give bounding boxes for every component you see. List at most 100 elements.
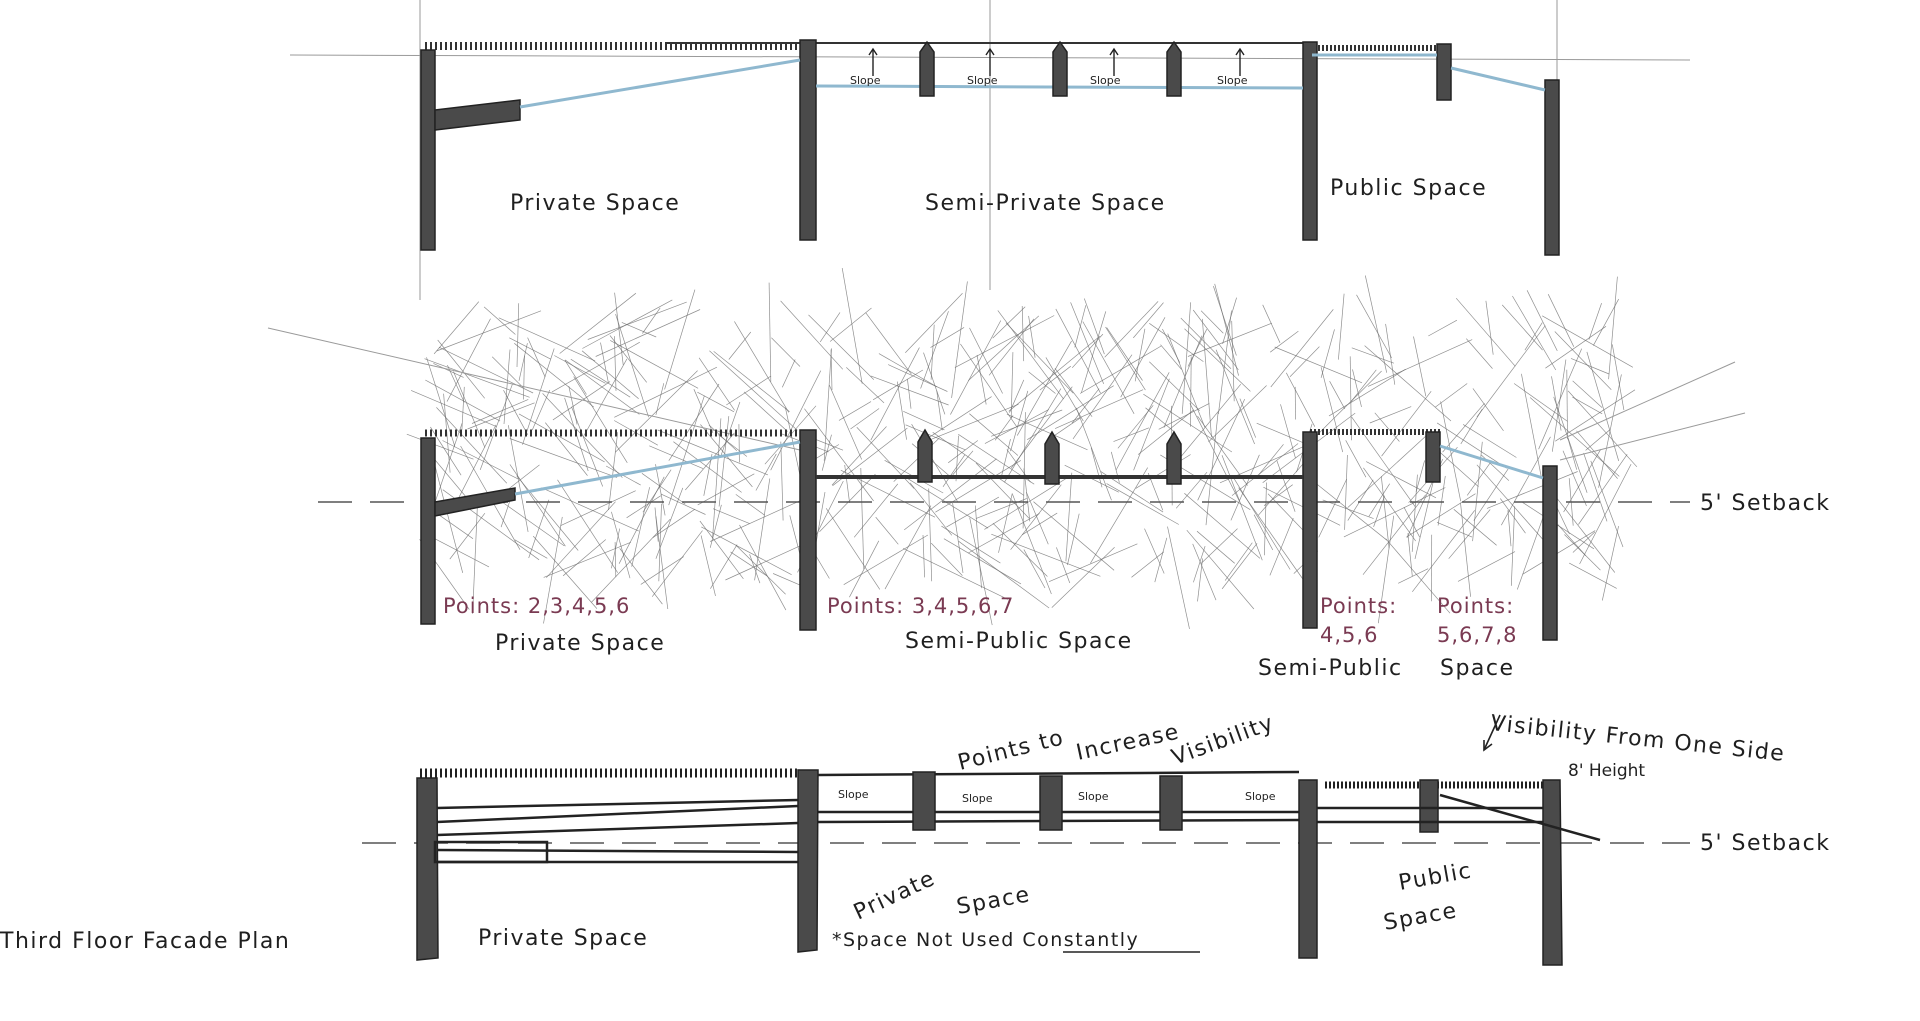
scribble-stroke — [655, 464, 666, 516]
scribble-stroke — [1067, 513, 1080, 566]
scribble-stroke — [888, 364, 948, 392]
scribble-stroke — [587, 301, 687, 340]
scribble-stroke — [780, 300, 844, 370]
wall — [416, 777, 439, 961]
scribble-stroke — [1189, 403, 1240, 501]
scribble-stroke — [1012, 494, 1052, 595]
scribble-stroke — [1462, 424, 1517, 458]
scribble-stroke — [710, 496, 808, 542]
scribble-stroke — [743, 391, 788, 432]
scribble-stroke — [1208, 385, 1267, 443]
scribble-stroke — [712, 508, 750, 524]
slope-label: Slope — [1245, 790, 1276, 803]
scribble-stroke — [1435, 383, 1468, 408]
scribble-stroke — [922, 403, 1019, 444]
scribble-stroke — [1090, 447, 1103, 488]
points-label: Points: 3,4,5,6,7 — [827, 594, 1014, 618]
scribble-stroke — [1131, 551, 1165, 578]
scribble-stroke — [823, 348, 832, 461]
scribble-stroke — [557, 479, 618, 573]
scribble-stroke — [516, 475, 579, 551]
scribble-stroke — [564, 359, 640, 415]
scribble-stroke — [1264, 482, 1267, 556]
scribble-stroke — [1181, 302, 1192, 414]
wall — [1542, 779, 1563, 966]
scribble-stroke — [1347, 479, 1374, 521]
middle-section: 5' Setback Points: 2,3,4,5,6 Points: 3,4… — [267, 268, 1829, 681]
scribble-stroke — [1056, 547, 1071, 584]
scribble-stroke — [994, 415, 1014, 441]
slope-label: Slope — [838, 788, 869, 801]
scribble-stroke — [1366, 461, 1437, 499]
scribble-stroke — [1314, 370, 1382, 438]
scribble-stroke — [503, 390, 529, 435]
scribble-stroke — [1082, 321, 1135, 414]
scribble-stroke — [1231, 320, 1235, 402]
scribble-stroke — [528, 499, 550, 559]
scribble-stroke — [1218, 310, 1232, 414]
scribble-stroke — [772, 573, 802, 587]
scribble-stroke — [651, 530, 703, 597]
scribble-stroke — [531, 389, 551, 431]
scribble-stroke — [685, 432, 735, 491]
scribble-stroke — [1485, 300, 1494, 355]
scribble-stroke — [821, 434, 832, 471]
private-tag: Private — [850, 866, 940, 926]
plan-title: Third Floor Facade Plan — [0, 929, 290, 954]
scribble-stroke — [1134, 328, 1146, 382]
scribble-stroke — [1554, 331, 1612, 391]
scribble-stroke — [1081, 311, 1107, 393]
scribble-stroke — [1106, 483, 1179, 525]
scribble-stroke — [1320, 367, 1344, 453]
scribble-stroke — [1486, 471, 1578, 509]
scribble-stroke — [1071, 333, 1104, 369]
slope-label: Slope — [1078, 790, 1109, 803]
scribble-stroke — [930, 327, 965, 348]
scribble-stroke — [975, 462, 1030, 519]
scribble-stroke — [1472, 388, 1504, 432]
scribble-stroke — [860, 467, 865, 570]
scribble-stroke — [875, 516, 899, 545]
scribble-stroke — [560, 490, 636, 527]
scribble-stroke — [1583, 452, 1608, 522]
scribble-stroke — [1200, 310, 1224, 334]
scribble-stroke — [642, 307, 661, 334]
scribble-stroke — [649, 445, 704, 469]
scribble-stroke — [1039, 365, 1072, 391]
scribble-stroke — [1221, 455, 1263, 561]
scribble-stroke — [1028, 315, 1036, 358]
scribble-stroke — [1522, 530, 1596, 575]
scribble-stroke — [1270, 309, 1334, 388]
scribble-stroke — [726, 375, 772, 406]
scribble-stroke — [754, 478, 771, 581]
scribble-stroke — [930, 542, 963, 576]
scribble-stroke — [698, 357, 735, 411]
scribble-stroke — [1328, 368, 1406, 417]
scribble-stroke — [1184, 493, 1261, 559]
scribble-stroke — [738, 424, 740, 463]
scribble-stroke — [697, 391, 735, 413]
scribble-stroke — [516, 303, 520, 368]
scribble-stroke — [853, 483, 899, 538]
scribble-stroke — [522, 348, 555, 445]
scribble-stroke — [654, 507, 659, 542]
scribble-stroke — [655, 383, 665, 415]
scribble-stroke — [1051, 546, 1115, 608]
scribble-stroke — [1184, 328, 1251, 392]
scribble-stroke — [509, 464, 566, 547]
wall — [1544, 79, 1560, 256]
scribble-stroke — [1006, 413, 1088, 451]
scribble-stroke — [1545, 326, 1607, 369]
scribble-stroke — [1476, 464, 1544, 541]
scribble-stroke — [1197, 415, 1248, 486]
scribble-stroke — [1274, 346, 1363, 384]
scribble-stroke — [532, 535, 598, 609]
scribble-stroke — [1028, 371, 1056, 394]
scribble-stroke — [507, 425, 529, 532]
scribble-stroke — [735, 544, 786, 595]
scribble-stroke — [907, 378, 912, 409]
scribble-stroke — [614, 336, 617, 391]
scribble-stroke — [1075, 407, 1112, 501]
scribble-stroke — [1356, 294, 1393, 359]
scribble-stroke — [1205, 412, 1219, 526]
